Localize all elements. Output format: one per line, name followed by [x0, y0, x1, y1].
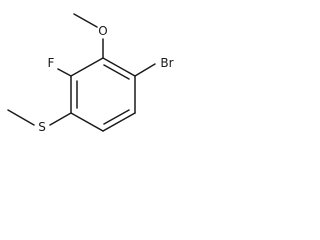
ring-bond-c3-c4: [102, 112, 136, 132]
atom-label-fluorine: F: [48, 56, 55, 70]
atom-label-bromine: Br: [160, 56, 173, 70]
atom-label-oxygen: O: [98, 24, 107, 38]
bond-ring-to-sulfur: [49, 112, 72, 126]
bond-ring-to-bromine: [134, 63, 156, 77]
molecule-structure-diagram: O Br F S: [7, 13, 174, 134]
atom-label-sulfur: S: [38, 120, 46, 134]
ring-bond-c4-c5: [70, 112, 104, 132]
ring-double-bond-c1-c2: [103, 64, 130, 80]
bond-sulfur-to-methyl: [7, 109, 35, 126]
ring-bond-c1-c2: [102, 57, 136, 77]
ring-bond-c6-c1: [70, 57, 104, 77]
benzene-ring: [70, 57, 136, 132]
ring-double-bond-c3-c4: [103, 109, 130, 125]
bond-methoxy-oxygen-to-methyl: [73, 13, 98, 28]
bond-ring-to-fluorine: [57, 68, 72, 77]
